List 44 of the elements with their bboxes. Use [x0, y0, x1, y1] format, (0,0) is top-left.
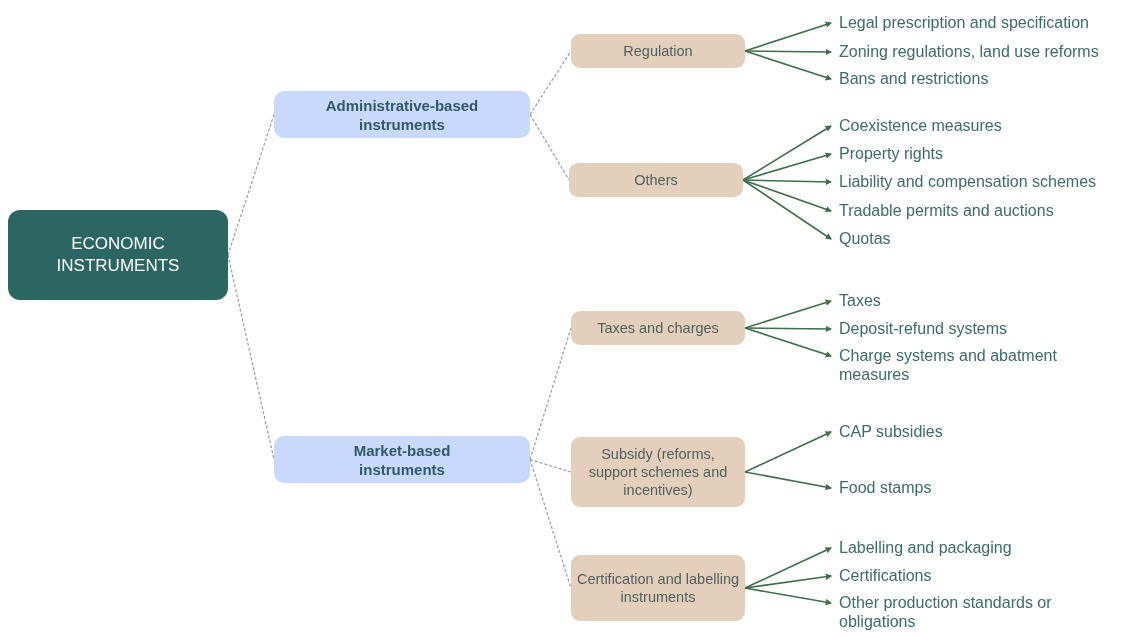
arrow: [744, 327, 832, 358]
arrow: [744, 573, 833, 589]
category-box: Administrative-based instruments: [274, 91, 530, 138]
arrow: [744, 471, 833, 491]
connector-line: [529, 458, 572, 589]
item-text: Liability and compensation schemes: [831, 171, 1122, 193]
connector-line: [529, 327, 572, 461]
item-text: Legal prescription and specification: [831, 12, 1122, 34]
subcategory-box: Others: [569, 163, 743, 197]
item-text: Taxes: [831, 290, 1122, 312]
arrow: [742, 152, 832, 181]
item-text: Quotas: [831, 228, 1122, 250]
arrow: [744, 547, 832, 589]
arrow: [742, 179, 832, 213]
item-text: Coexistence measures: [831, 115, 1122, 137]
subcategory-box: Regulation: [571, 34, 745, 68]
item-text: Tradable permits and auctions: [831, 200, 1122, 222]
connector-line: [529, 50, 572, 116]
item-text: Food stamps: [831, 477, 1122, 499]
connector-line: [529, 458, 572, 473]
arrow: [744, 21, 832, 52]
subcategory-box: Certification and labelling instruments: [571, 555, 745, 621]
arrow: [742, 179, 832, 240]
item-text: Charge systems and abatment measures: [831, 345, 1122, 387]
arrow: [744, 50, 832, 81]
item-text: Bans and restrictions: [831, 68, 1122, 90]
root-box: ECONOMIC INSTRUMENTS: [8, 210, 228, 300]
arrow: [744, 587, 833, 606]
item-text: Certifications: [831, 565, 1122, 587]
item-text: Zoning regulations, land use reforms: [831, 41, 1122, 63]
arrow: [744, 299, 832, 329]
item-text: CAP subsidies: [831, 421, 1122, 443]
item-text: Deposit-refund systems: [831, 318, 1122, 340]
subcategory-box: Subsidy (reforms, support schemes and incentives): [571, 437, 745, 507]
item-text: Labelling and packaging: [831, 537, 1122, 559]
subcategory-box: Taxes and charges: [571, 311, 745, 345]
connector-line: [227, 254, 275, 461]
category-box: Market-based instruments: [274, 436, 530, 483]
arrow: [744, 431, 832, 473]
connector-line: [227, 113, 275, 256]
item-text: Property rights: [831, 143, 1122, 165]
item-text: Other production standards or obligations: [831, 592, 1122, 632]
connector-line: [529, 113, 570, 181]
arrow: [742, 125, 832, 181]
